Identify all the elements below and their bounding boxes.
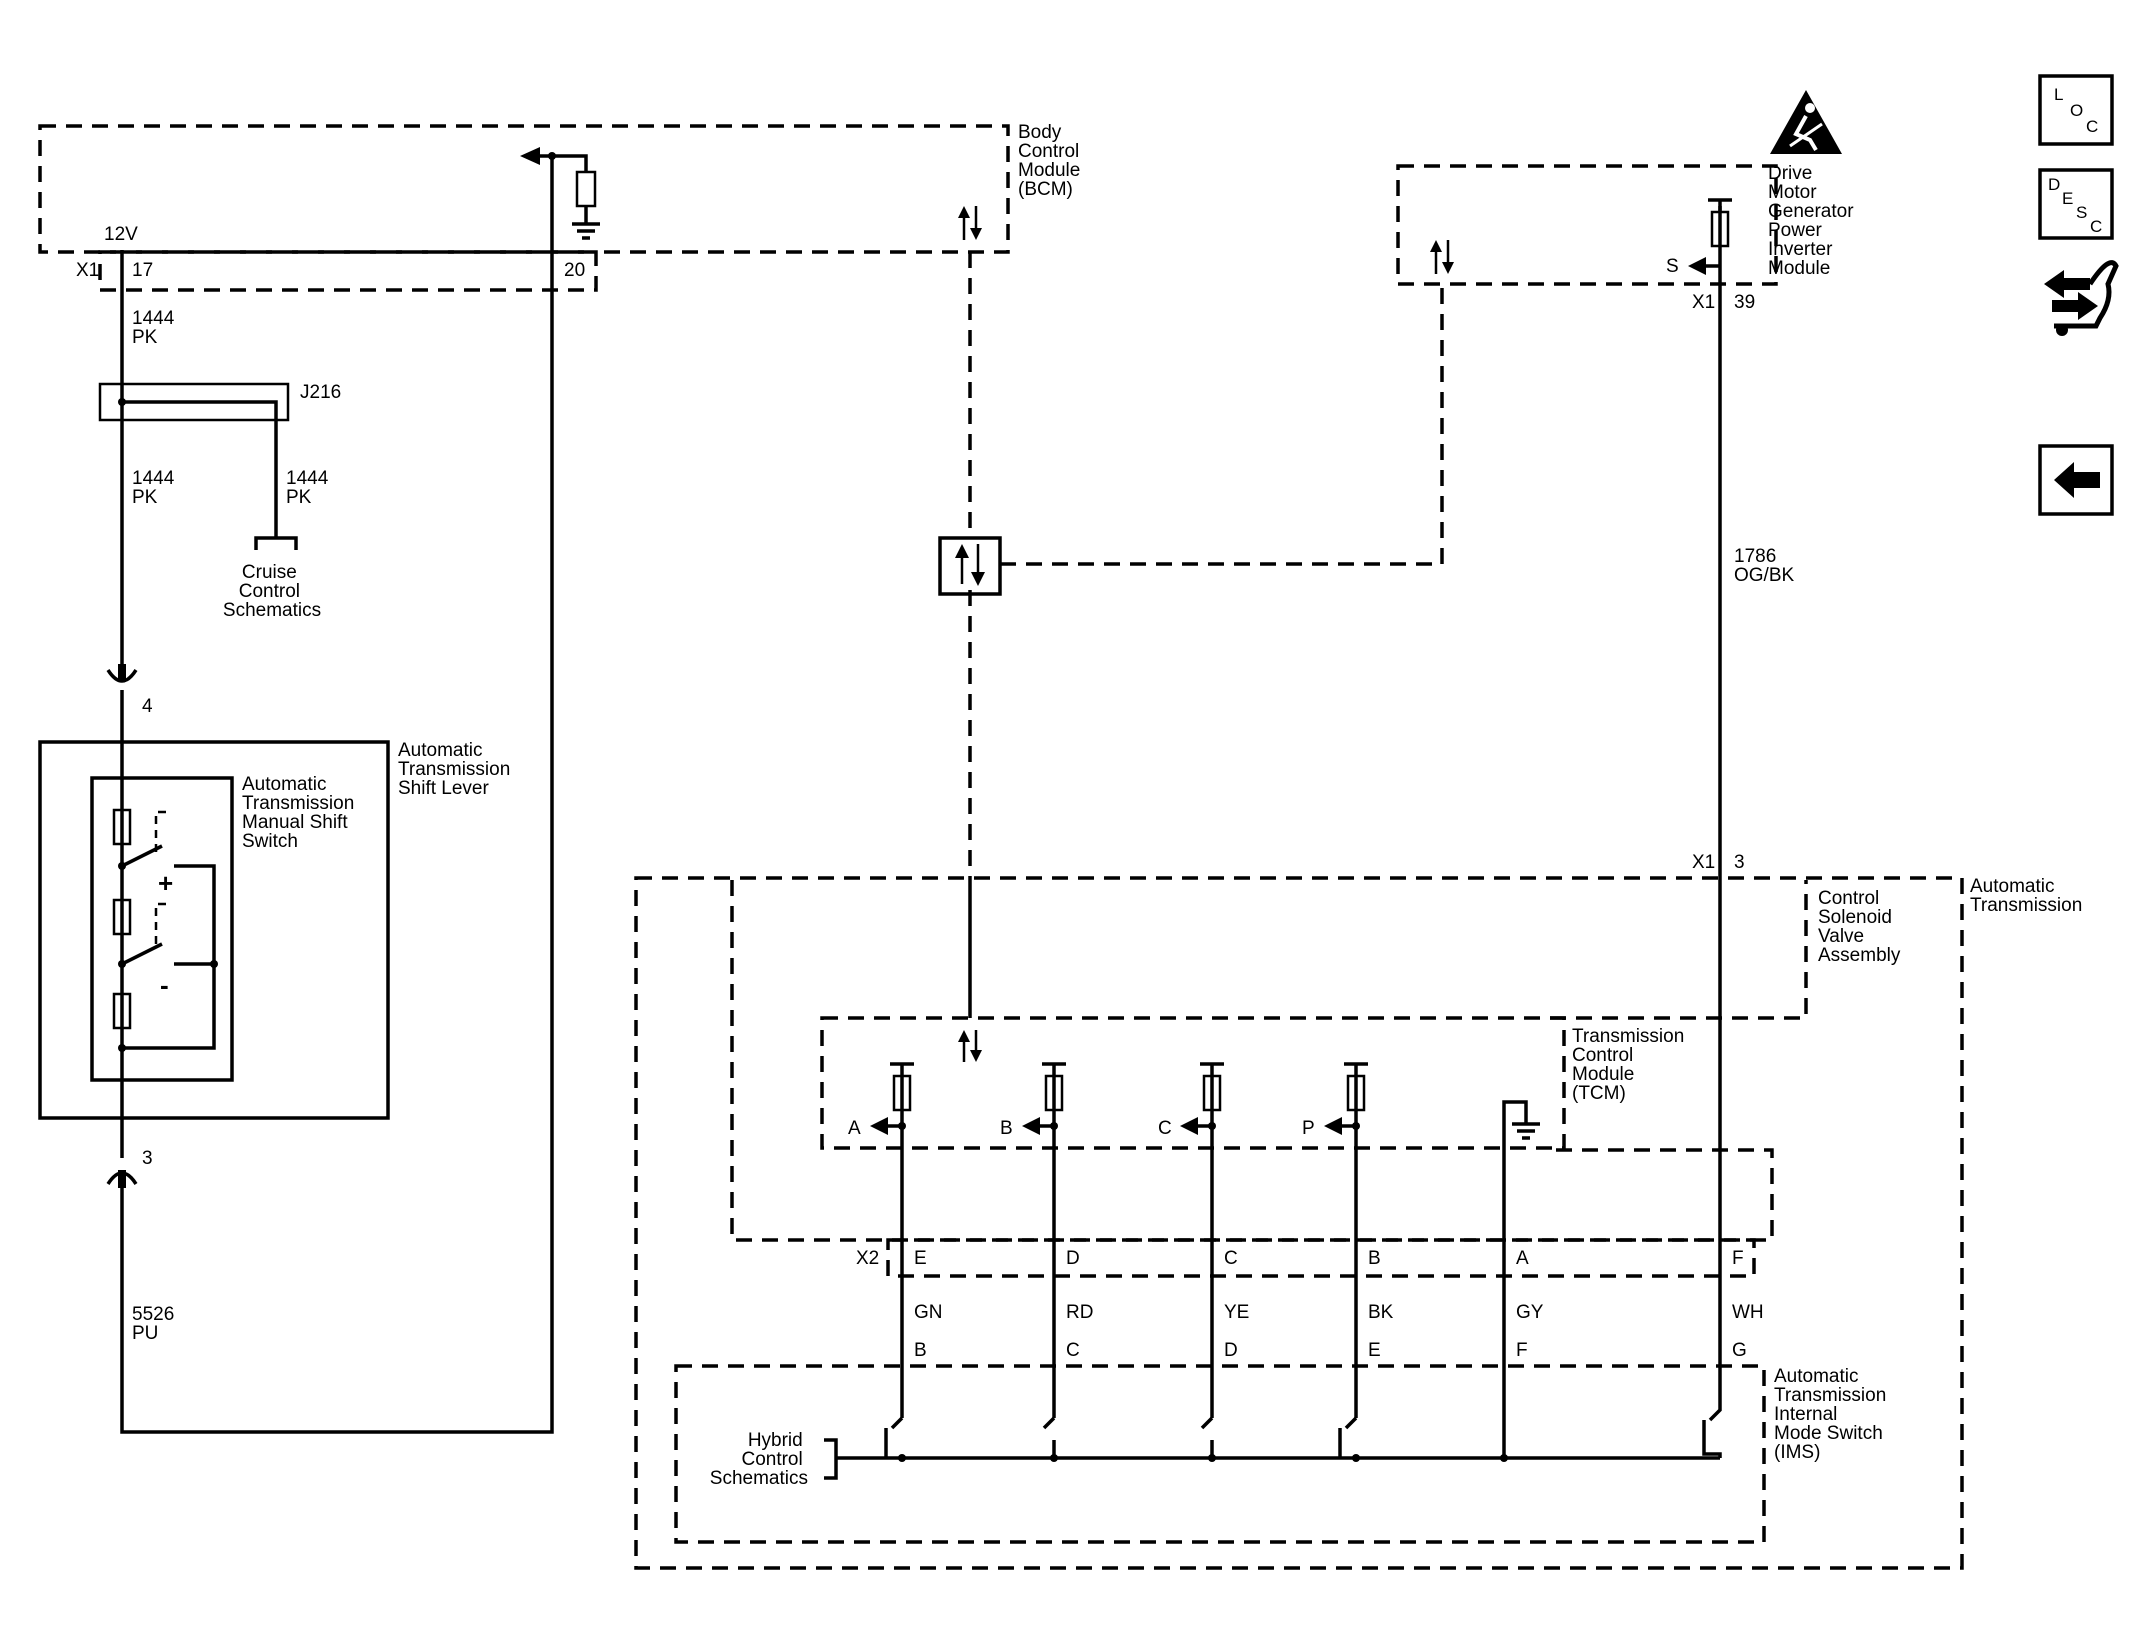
automatic-transmission-outline bbox=[634, 876, 1964, 1570]
connector-lever-pin3: 3 bbox=[142, 1148, 153, 1169]
wire-color: YE bbox=[1224, 1302, 1249, 1323]
wrench-icon[interactable] bbox=[2044, 260, 2119, 336]
ims-label: Automatic Transmission Internal Mode Swi… bbox=[1774, 1366, 1892, 1463]
switch-minus-mark: - bbox=[160, 970, 169, 1000]
manual-shift-switch-label: Automatic Transmission Manual Shift Swit… bbox=[242, 774, 360, 852]
x2-pin: C bbox=[1224, 1248, 1238, 1269]
connector-trans-pin3: 3 bbox=[1734, 852, 1745, 873]
x2-pin: E bbox=[914, 1248, 927, 1269]
wire-color: GY bbox=[1516, 1302, 1544, 1323]
serial-data-junction bbox=[938, 536, 1002, 596]
bcm-label: Body Control Module (BCM) bbox=[1018, 122, 1086, 200]
ims-pin: D bbox=[1224, 1340, 1238, 1361]
x2-pin: B bbox=[1368, 1248, 1381, 1269]
wire-5526-pu bbox=[120, 156, 554, 1434]
svg-text:S: S bbox=[2076, 203, 2087, 222]
serial-data-symbol-junction bbox=[955, 544, 985, 586]
wire-label-1444-top: 1444 PK bbox=[132, 308, 180, 348]
x2-pin: A bbox=[1516, 1248, 1529, 1269]
wire-color: GN bbox=[914, 1302, 943, 1323]
svg-text:C: C bbox=[2090, 217, 2102, 236]
ims-switches bbox=[824, 1416, 1720, 1480]
tcm-outline bbox=[820, 1016, 1566, 1150]
wire-label-5526: 5526 PU bbox=[132, 1304, 180, 1344]
ims-outline bbox=[674, 1364, 1766, 1544]
connector-dmg-pin39: 39 bbox=[1734, 292, 1755, 313]
switch-resistor-3 bbox=[112, 992, 132, 1030]
control-solenoid-valve-outline bbox=[730, 880, 1808, 1242]
bcm-connector-strip bbox=[98, 250, 598, 292]
ims-pin: C bbox=[1066, 1340, 1080, 1361]
svg-text:D: D bbox=[2048, 175, 2060, 194]
bcm-pullup-resistor bbox=[575, 170, 597, 208]
switch-resistor-2 bbox=[112, 898, 132, 936]
serial-data-dmgpim bbox=[1000, 284, 1444, 566]
tcm-input-circuits bbox=[870, 1062, 1540, 1458]
x2-connector-strip bbox=[886, 1238, 1756, 1278]
wire-label-1444-right: 1444 PK bbox=[286, 468, 334, 508]
loc-button[interactable]: L O C bbox=[2038, 74, 2114, 146]
switch-resistor-1 bbox=[112, 808, 132, 846]
tcm-input-b: B bbox=[1000, 1118, 1013, 1139]
dmgpim-label: Drive Motor Generator Power Inverter Mod… bbox=[1768, 163, 1859, 279]
shift-lever-label: Automatic Transmission Shift Lever bbox=[398, 740, 516, 799]
tcm-input-p: P bbox=[1302, 1118, 1315, 1139]
wire-color: WH bbox=[1732, 1302, 1764, 1323]
serial-data-symbol-bcm bbox=[958, 206, 982, 240]
serial-data-symbol-tcm bbox=[958, 1030, 982, 1062]
connector-lever-pin4: 4 bbox=[142, 696, 153, 717]
wire-label-1444-left: 1444 PK bbox=[132, 468, 180, 508]
serial-data-symbol-dmgpim bbox=[1430, 240, 1454, 274]
connector-bcm-pin20: 20 bbox=[564, 260, 585, 281]
connector-bcm-x1: X1 bbox=[76, 260, 99, 281]
desc-button[interactable]: D E S C bbox=[2038, 168, 2114, 240]
ims-pin: E bbox=[1368, 1340, 1381, 1361]
ims-pin: F bbox=[1516, 1340, 1528, 1361]
svg-text:E: E bbox=[2062, 189, 2073, 208]
tcm-input-c: C bbox=[1158, 1118, 1172, 1139]
control-solenoid-label: Control Solenoid Valve Assembly bbox=[1818, 888, 1901, 966]
hybrid-control-reference[interactable]: Hybrid Control Schematics bbox=[710, 1430, 808, 1489]
ims-pin: G bbox=[1732, 1340, 1747, 1361]
svg-text:C: C bbox=[2086, 117, 2098, 136]
cruise-reference-bracket bbox=[254, 536, 298, 550]
svg-text:L: L bbox=[2054, 85, 2063, 104]
voltage-label: 12V bbox=[104, 224, 138, 245]
x2-pin: F bbox=[1732, 1248, 1744, 1269]
connector-dmg-x1: X1 bbox=[1692, 292, 1715, 313]
back-arrow-icon[interactable] bbox=[2038, 444, 2114, 516]
connector-x2: X2 bbox=[856, 1248, 879, 1269]
ims-pin: B bbox=[914, 1340, 927, 1361]
switch-plus-mark: + bbox=[158, 868, 173, 898]
connector-bcm-pin17: 17 bbox=[132, 260, 153, 281]
wire-color: RD bbox=[1066, 1302, 1093, 1323]
wire-label-1786: 1786 OG/BK bbox=[1734, 546, 1795, 586]
wire-1444-to-cruise bbox=[122, 400, 278, 538]
tcm-input-a: A bbox=[848, 1118, 861, 1139]
tcm-label: Transmission Control Module (TCM) bbox=[1572, 1026, 1690, 1104]
manual-shift-switch-outline bbox=[90, 776, 234, 1082]
bcm-outline bbox=[38, 124, 1010, 254]
splice-j216 bbox=[98, 382, 290, 422]
cruise-control-reference[interactable]: Cruise Control Schematics bbox=[223, 562, 321, 621]
svg-text:O: O bbox=[2070, 101, 2083, 120]
automatic-transmission-label: Automatic Transmission bbox=[1970, 876, 2082, 916]
connector-trans-x1: X1 bbox=[1692, 852, 1715, 873]
x2-pin: D bbox=[1066, 1248, 1080, 1269]
dmg-signal-label: S bbox=[1666, 256, 1679, 277]
shift-lever-outline bbox=[38, 740, 390, 1120]
dmgpim-outline bbox=[1396, 164, 1778, 286]
wire-color: BK bbox=[1368, 1302, 1394, 1323]
splice-label: J216 bbox=[300, 382, 341, 403]
warning-icon bbox=[1770, 90, 1842, 154]
